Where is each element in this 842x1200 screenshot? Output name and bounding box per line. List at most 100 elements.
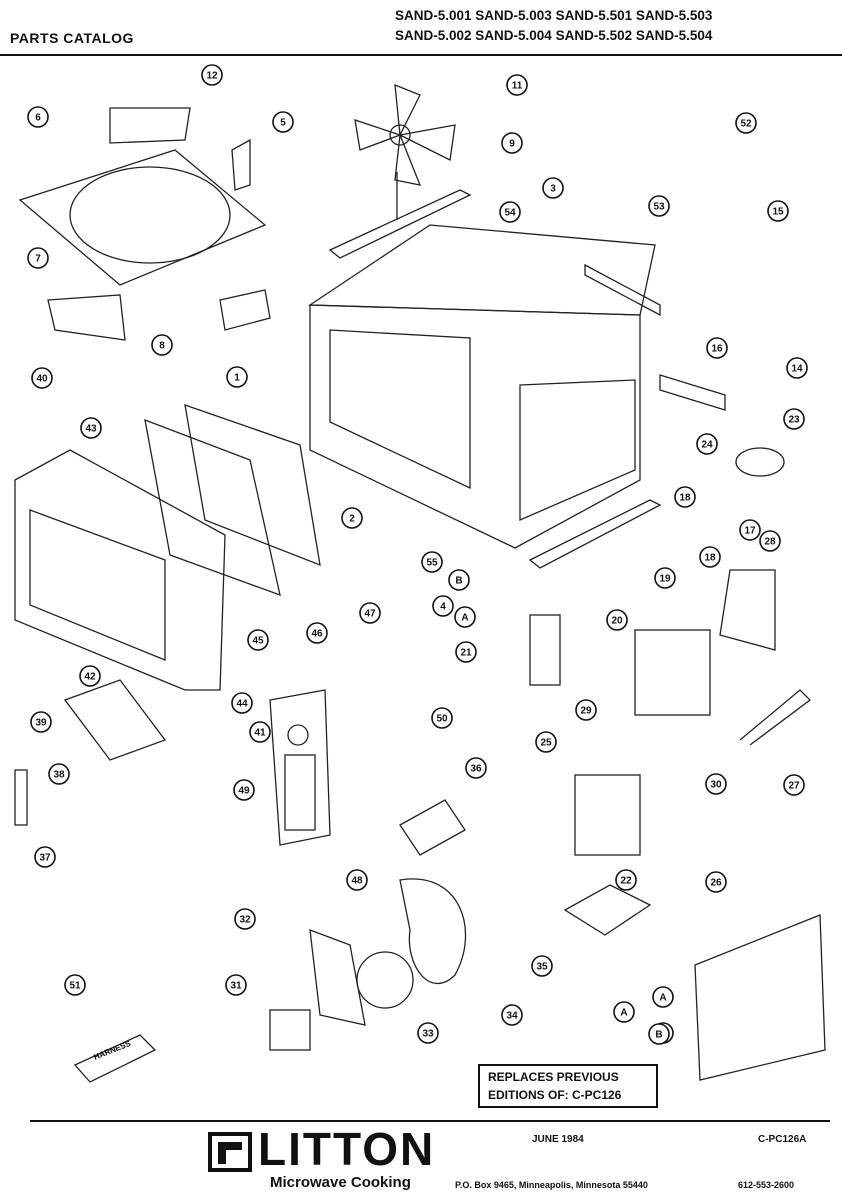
door-screen-part bbox=[144, 418, 281, 597]
callout-label: 1 bbox=[234, 373, 240, 384]
latch-lever-part bbox=[14, 769, 28, 826]
brand-subtitle: Microwave Cooking bbox=[270, 1174, 411, 1191]
callout-label: 43 bbox=[85, 424, 97, 435]
callout-label: 8 bbox=[159, 341, 165, 352]
callout-35: 35 bbox=[531, 955, 553, 977]
callout-label: 44 bbox=[236, 699, 248, 710]
capacitor-part bbox=[735, 447, 785, 477]
callout-53: 53 bbox=[648, 195, 670, 217]
callout-label: 37 bbox=[39, 853, 51, 864]
callout-30: 30 bbox=[705, 773, 727, 795]
shield-part bbox=[399, 799, 466, 856]
replaces-line-2: EDITIONS OF: C-PC126 bbox=[488, 1088, 622, 1102]
callout-5: 5 bbox=[272, 111, 294, 133]
callout-32: 32 bbox=[234, 908, 256, 930]
callout-label: 23 bbox=[788, 415, 800, 426]
callout-label: 19 bbox=[659, 574, 671, 585]
side-strip-part bbox=[659, 374, 726, 411]
callout-49: 49 bbox=[233, 779, 255, 801]
callout-label: 34 bbox=[506, 1011, 518, 1022]
replaces-line-1: REPLACES PREVIOUS bbox=[488, 1070, 619, 1084]
motor-bracket-part bbox=[309, 929, 366, 1026]
callout-label: 21 bbox=[460, 648, 472, 659]
callout-28: 28 bbox=[759, 530, 781, 552]
blower-wheel-part bbox=[356, 951, 414, 1009]
callout-label: 30 bbox=[710, 780, 722, 791]
callout-label: 46 bbox=[311, 629, 323, 640]
callout-label: 50 bbox=[436, 714, 448, 725]
callout-label: B bbox=[455, 576, 462, 587]
air-duct-part bbox=[719, 569, 776, 651]
magnetron-part bbox=[634, 629, 711, 716]
callout-label: 3 bbox=[550, 184, 556, 195]
rail-strip-part bbox=[584, 263, 661, 317]
callout-29: 29 bbox=[575, 699, 597, 721]
callout-45: 45 bbox=[247, 629, 269, 651]
replaces-notice: REPLACES PREVIOUS EDITIONS OF: C-PC126 bbox=[478, 1064, 658, 1108]
callout-52: 52 bbox=[735, 112, 757, 134]
door-assembly-part bbox=[14, 449, 226, 691]
harness-tag-part bbox=[73, 1034, 157, 1083]
callout-51: 51 bbox=[64, 974, 86, 996]
duct-part bbox=[47, 294, 126, 341]
callout-14: 14 bbox=[786, 357, 808, 379]
callout-20: 20 bbox=[606, 609, 628, 631]
callout-label: 39 bbox=[35, 718, 47, 729]
callout-label: 22 bbox=[620, 876, 632, 887]
callout-12: 12 bbox=[201, 64, 223, 86]
callout-label: 48 bbox=[351, 876, 363, 887]
callout-label: 5 bbox=[280, 118, 286, 129]
callout-label: 45 bbox=[252, 636, 264, 647]
footer-rule bbox=[30, 1120, 830, 1122]
callout-27: 27 bbox=[783, 774, 805, 796]
brand-name: LITTON bbox=[258, 1123, 436, 1175]
callout-label: 32 bbox=[239, 915, 251, 926]
callout-43: 43 bbox=[80, 417, 102, 439]
callout-label: 9 bbox=[509, 139, 515, 150]
callout-37: 37 bbox=[34, 846, 56, 868]
back-panel-part bbox=[694, 914, 826, 1081]
callout-38: 38 bbox=[48, 763, 70, 785]
callout-label: 55 bbox=[426, 558, 438, 569]
callout-34: 34 bbox=[501, 1004, 523, 1026]
callout-label: 15 bbox=[772, 207, 784, 218]
callout-31: 31 bbox=[225, 974, 247, 996]
callout-label: 52 bbox=[740, 119, 752, 130]
models-line-1: SAND-5.001 SAND-5.003 SAND-5.501 SAND-5.… bbox=[395, 8, 713, 23]
callout-42: 42 bbox=[79, 665, 101, 687]
callout-8: 8 bbox=[151, 334, 173, 356]
callout-21: 21 bbox=[455, 641, 477, 663]
callout-label: 18 bbox=[679, 493, 691, 504]
callout-label: 17 bbox=[744, 526, 756, 537]
callout-label: 31 bbox=[230, 981, 242, 992]
stirrer-bracket-part bbox=[328, 189, 472, 259]
choke-frame-part bbox=[184, 404, 321, 567]
callout-label: 40 bbox=[36, 374, 48, 385]
callout-label: 47 bbox=[364, 609, 376, 620]
callout-50: 50 bbox=[431, 707, 453, 729]
callout-label: 18 bbox=[704, 553, 716, 564]
callout-6: 6 bbox=[27, 106, 49, 128]
callout-label: 35 bbox=[536, 962, 548, 973]
callout-label: A bbox=[659, 993, 666, 1004]
callout-label: 2 bbox=[349, 514, 355, 525]
callout-label: A bbox=[620, 1008, 627, 1019]
catalog-title: PARTS CATALOG bbox=[10, 30, 134, 46]
interlock-switch-part bbox=[529, 614, 561, 686]
bottom-rail-part bbox=[528, 499, 662, 569]
callout-36: 36 bbox=[465, 757, 487, 779]
callout-label: 26 bbox=[710, 878, 722, 889]
catalog-code: C-PC126A bbox=[758, 1134, 807, 1145]
callout-22: 22 bbox=[615, 869, 637, 891]
mount-bracket-part bbox=[219, 289, 271, 331]
control-panel-part bbox=[269, 689, 331, 846]
callout-24: 24 bbox=[696, 433, 718, 455]
callout-label: 54 bbox=[504, 208, 516, 219]
callout-54: 54 bbox=[499, 201, 521, 223]
callout-label: 49 bbox=[238, 786, 250, 797]
callout-11: 11 bbox=[506, 74, 528, 96]
callout-label: 12 bbox=[206, 71, 218, 82]
model-numbers: SAND-5.001 SAND-5.003 SAND-5.501 SAND-5.… bbox=[395, 6, 712, 46]
callout-33: 33 bbox=[417, 1022, 439, 1044]
callout-2: 2 bbox=[341, 507, 363, 529]
